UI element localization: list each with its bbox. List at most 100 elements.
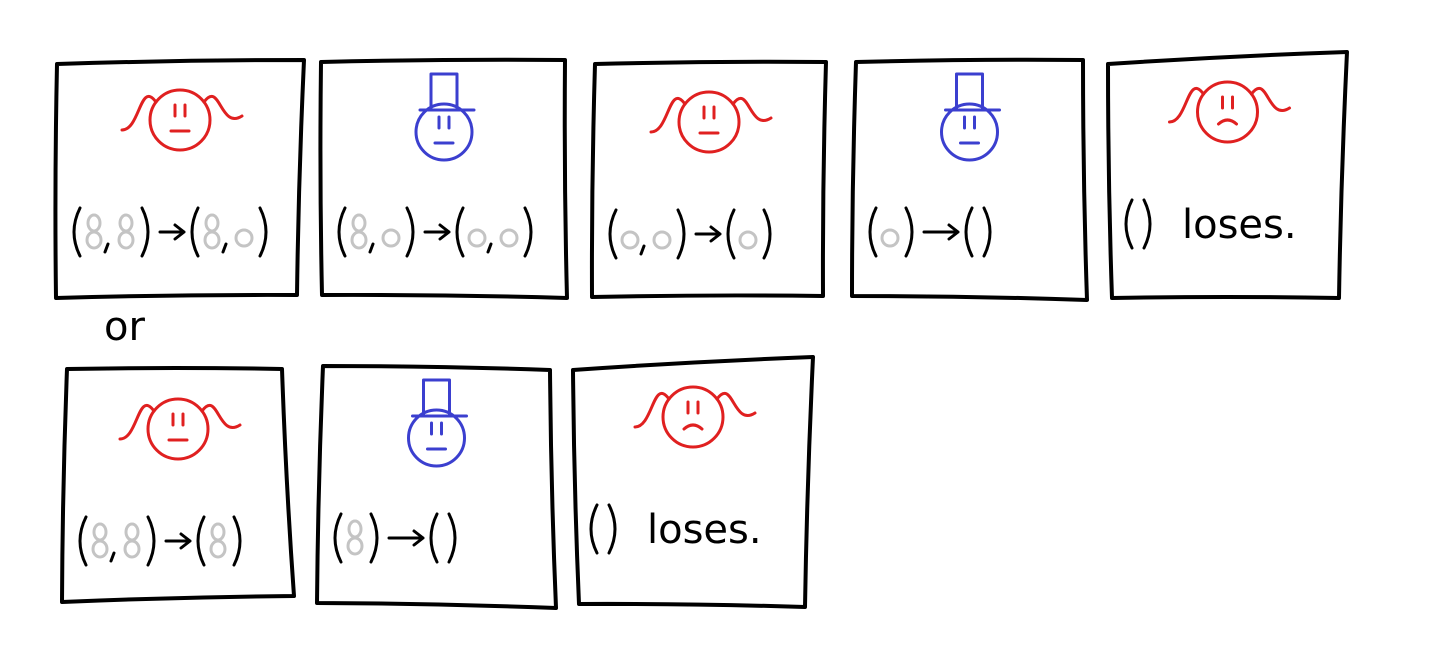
- pebble: [92, 522, 108, 542]
- panel-frame: [1106, 50, 1349, 300]
- face-eyes: [702, 105, 716, 120]
- open-paren: [429, 512, 439, 564]
- open-paren: [868, 206, 878, 258]
- panel: [315, 364, 558, 610]
- close-paren: [369, 512, 379, 564]
- close-paren: [607, 503, 617, 555]
- panel: [53, 58, 306, 300]
- comma: [368, 242, 375, 254]
- close-paren: [1142, 198, 1152, 250]
- open-paren: [726, 208, 736, 260]
- pebble: [499, 228, 519, 248]
- or-label: or: [104, 304, 145, 350]
- pebble: [738, 230, 758, 250]
- frown-mouth: [1217, 118, 1238, 126]
- hair-right: [715, 391, 757, 417]
- panel-frame: [850, 57, 1089, 302]
- pebble: [351, 213, 367, 233]
- face-circle: [1196, 80, 1259, 144]
- pebble: [467, 228, 487, 248]
- panel-frame: [571, 355, 815, 609]
- close-paren: [676, 208, 686, 260]
- open-paren: [608, 208, 618, 260]
- panel-frame: [53, 58, 306, 300]
- pebble: [350, 230, 368, 250]
- open-paren: [78, 515, 88, 567]
- pebble: [346, 536, 364, 556]
- panel-frame: [318, 57, 569, 300]
- hair-right: [1250, 86, 1291, 112]
- pebble: [86, 213, 102, 233]
- face-circle: [414, 102, 474, 162]
- pebble: [652, 230, 672, 250]
- open-paren: [964, 206, 974, 258]
- face-circle: [146, 397, 210, 461]
- face-circle: [148, 88, 212, 152]
- hair-left: [633, 391, 671, 429]
- pebble: [117, 230, 135, 250]
- open-paren: [190, 206, 200, 258]
- close-paren: [447, 512, 457, 564]
- close-paren: [232, 515, 242, 567]
- pebble: [124, 522, 140, 542]
- panel-frame: [315, 364, 558, 610]
- close-paren: [405, 206, 415, 258]
- frown-mouth: [682, 423, 704, 431]
- face-circle: [407, 408, 466, 468]
- panel-frame: [60, 366, 296, 604]
- comma: [109, 551, 116, 563]
- hair-right: [202, 94, 244, 120]
- open-paren: [72, 206, 82, 258]
- pebble: [880, 228, 900, 248]
- panels: loses. loses.: [53, 50, 1349, 610]
- comma: [486, 242, 493, 254]
- panel: [60, 366, 296, 604]
- hair-left: [649, 96, 687, 134]
- hair-left: [1168, 86, 1205, 124]
- move-arrow: [164, 532, 192, 550]
- pebble: [210, 522, 226, 542]
- close-paren: [523, 206, 533, 258]
- pebble: [203, 230, 221, 250]
- hair-left: [120, 94, 158, 132]
- move-arrow: [387, 529, 425, 547]
- move-arrow: [423, 223, 451, 241]
- pebble: [620, 230, 640, 250]
- loses-label: loses.: [1182, 202, 1297, 248]
- move-arrow: [694, 225, 722, 243]
- open-paren: [1124, 198, 1134, 250]
- close-paren: [762, 208, 772, 260]
- close-paren: [146, 515, 156, 567]
- move-arrow: [158, 223, 186, 241]
- face-eyes: [173, 103, 187, 118]
- pebble: [347, 519, 363, 539]
- pebble: [123, 539, 141, 559]
- comma: [221, 242, 228, 254]
- hair-right: [200, 403, 242, 429]
- face-eyes: [171, 412, 185, 427]
- face-eyes: [1221, 95, 1234, 110]
- open-paren: [589, 503, 599, 555]
- face-circle: [677, 90, 741, 154]
- open-paren: [337, 206, 347, 258]
- face-circle: [940, 102, 999, 162]
- pebble: [85, 230, 103, 250]
- close-paren: [140, 206, 150, 258]
- loses-label: loses.: [647, 507, 762, 553]
- pebble: [381, 228, 401, 248]
- face-eyes: [430, 421, 443, 436]
- open-paren: [196, 515, 206, 567]
- pebble: [118, 213, 134, 233]
- panel: loses.: [571, 355, 815, 609]
- close-paren: [904, 206, 914, 258]
- pebble: [234, 228, 254, 248]
- pebble: [204, 213, 220, 233]
- open-paren: [333, 512, 343, 564]
- panel-frame: [589, 59, 828, 299]
- pebble: [91, 539, 109, 559]
- face-eyes: [437, 115, 451, 130]
- comma: [103, 242, 110, 254]
- pebble: [209, 539, 227, 559]
- hair-left: [118, 403, 156, 441]
